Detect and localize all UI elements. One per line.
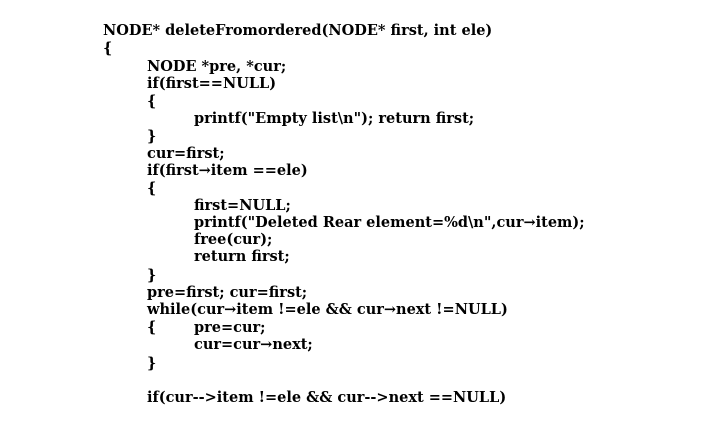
open-brace-function: { (103, 40, 113, 57)
code-line-free: free(cur); (194, 231, 273, 248)
code-line-return: return first; (194, 248, 290, 265)
close-brace: } (147, 355, 157, 372)
open-brace: { (147, 319, 157, 336)
close-brace: } (147, 267, 157, 284)
code-line-pre-cur: pre=first; cur=first; (147, 284, 308, 301)
close-brace: } (147, 128, 157, 145)
function-signature: NODE* deleteFromordered(NODE* first, int… (103, 22, 493, 39)
open-brace: { (147, 93, 157, 110)
open-brace: { (147, 180, 157, 197)
code-line-if-final: if(cur-->item !=ele && cur-->next ==NULL… (147, 389, 507, 406)
code-line-printf-deleted: printf("Deleted Rear element=%d\n",cur→i… (194, 214, 585, 231)
code-line-if-item: if(first→item ==ele) (147, 162, 308, 179)
code-line-pre-assign: pre=cur; (194, 319, 266, 336)
code-line-declare: NODE *pre, *cur; (147, 58, 287, 75)
code-line-first-null: first=NULL; (194, 197, 291, 214)
code-line-while: while(cur→item !=ele && cur→next !=NULL) (147, 301, 508, 318)
code-line-printf-empty: printf("Empty list\n"); return first; (194, 110, 475, 127)
code-line-cur-assign: cur=first; (147, 145, 225, 162)
code-line-if-null: if(first==NULL) (147, 75, 277, 92)
code-line-cur-next: cur=cur→next; (194, 336, 313, 353)
